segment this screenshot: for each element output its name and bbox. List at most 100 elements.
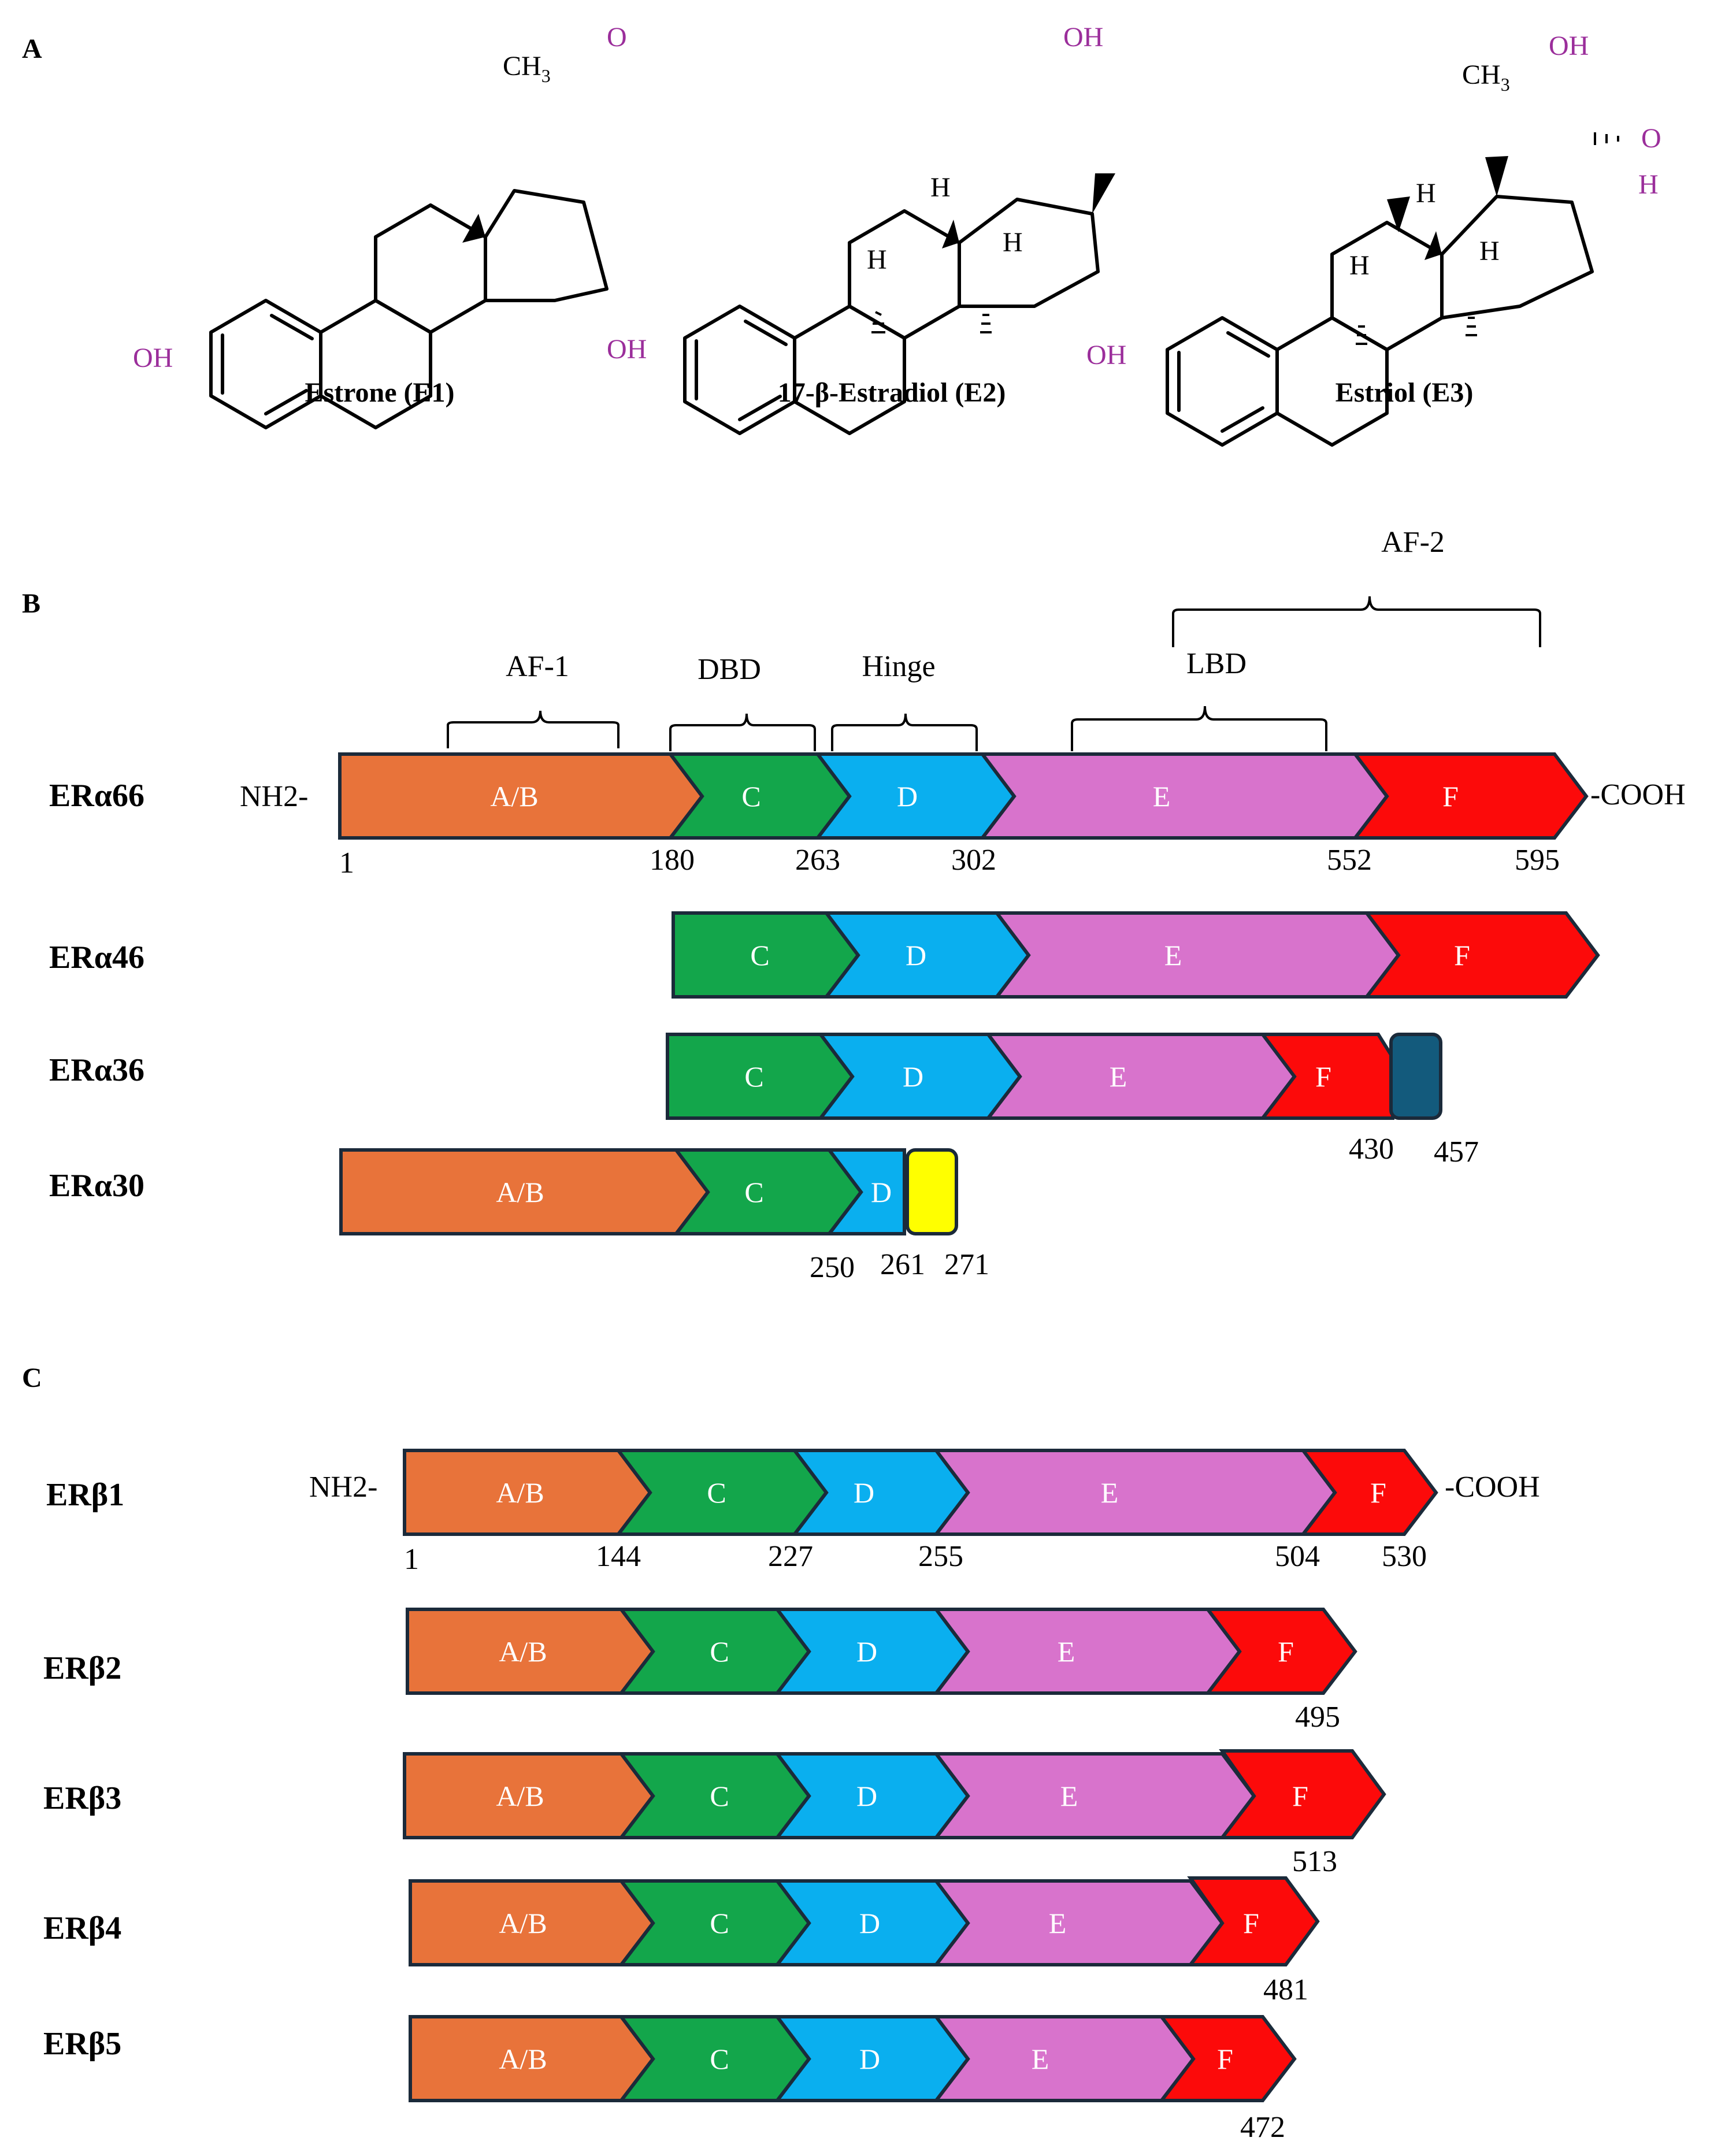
erb2-label-ab: A/B bbox=[499, 1635, 547, 1668]
era30-positions: 250 261 271 bbox=[810, 1248, 989, 1284]
erb3-pos-end: 513 bbox=[1292, 1845, 1337, 1878]
erb1-domain-labels: A/B C D E F bbox=[496, 1476, 1386, 1509]
erb4-pos-end: 481 bbox=[1263, 1973, 1308, 2006]
erb4-label-ab: A/B bbox=[499, 1907, 547, 1939]
isoform-name-erb5: ERβ5 bbox=[43, 2026, 121, 2062]
estrone-methyl: CH3 bbox=[503, 51, 551, 86]
isoform-name-era66: ERα66 bbox=[49, 778, 144, 814]
era30-domain-labels: A/B C D bbox=[496, 1176, 892, 1208]
era66-label-c: C bbox=[741, 780, 761, 812]
panel-c-termini: NH2- -COOH bbox=[309, 1471, 1540, 1504]
era30-label-ab: A/B bbox=[496, 1176, 544, 1208]
era66-positions: 1 180 263 302 552 595 bbox=[339, 844, 1560, 880]
erb1-label-f: F bbox=[1370, 1476, 1386, 1509]
erb3-label-f: F bbox=[1292, 1780, 1308, 1812]
era66-domain-e bbox=[978, 752, 1389, 840]
erb5-bar bbox=[409, 2015, 1297, 2102]
erb2-bar bbox=[406, 1608, 1357, 1695]
erb1-label-ab: A/B bbox=[496, 1476, 544, 1509]
panel-b-isoform-names: ERα66 ERα46 ERα36 ERα30 bbox=[49, 778, 144, 1204]
erb3-label-d: D bbox=[856, 1780, 877, 1812]
estradiol-oh17: OH bbox=[1063, 22, 1103, 53]
erb4-domain-f bbox=[1186, 1876, 1320, 1966]
erb1-n-terminus: NH2- bbox=[309, 1471, 377, 1504]
era66-label-ab: A/B bbox=[490, 780, 538, 812]
erb3-label-ab: A/B bbox=[496, 1780, 544, 1812]
erb4-domain-labels: A/B C D E F bbox=[499, 1907, 1259, 1939]
estriol-oh16-o: O bbox=[1641, 123, 1661, 154]
estradiol-oh3: OH bbox=[607, 334, 647, 365]
molecule-name-estrone: Estrone (E1) bbox=[305, 377, 454, 408]
erb5-pos-end: 472 bbox=[1240, 2111, 1285, 2144]
af1-bracket bbox=[447, 710, 619, 748]
hinge-bracket bbox=[831, 713, 978, 751]
era36-positions: 430 457 bbox=[1349, 1133, 1479, 1168]
era66-pos-180: 180 bbox=[650, 844, 695, 877]
erb1-label-e: E bbox=[1101, 1476, 1119, 1509]
erb1-pos-255: 255 bbox=[918, 1540, 963, 1573]
estriol-methyl: CH3 bbox=[1462, 60, 1510, 95]
estriol-h8: H bbox=[1416, 178, 1436, 209]
estrone-oh3: OH bbox=[133, 343, 173, 373]
era66-label-f: F bbox=[1442, 780, 1459, 812]
label-dbd: DBD bbox=[698, 653, 761, 686]
era30-pos-261: 261 bbox=[880, 1248, 925, 1281]
era36-label-e: E bbox=[1110, 1060, 1127, 1093]
erb4-label-d: D bbox=[859, 1907, 880, 1939]
era66-label-e: E bbox=[1153, 780, 1171, 812]
isoform-name-era36: ERα36 bbox=[49, 1052, 144, 1088]
isoform-name-era46: ERα46 bbox=[49, 940, 144, 975]
era46-label-f: F bbox=[1454, 939, 1470, 971]
erb5-label-ab: A/B bbox=[499, 2043, 547, 2075]
era66-bar bbox=[338, 752, 1589, 840]
estradiol-h14: H bbox=[1003, 227, 1023, 258]
era36-label-c: C bbox=[744, 1060, 763, 1093]
era46-domain-e bbox=[993, 911, 1401, 999]
erb2-domain-labels: A/B C D E F bbox=[499, 1635, 1294, 1668]
erb2-label-f: F bbox=[1278, 1635, 1294, 1668]
panel-label-a: A bbox=[22, 34, 42, 64]
erb4-domain-e bbox=[932, 1879, 1225, 1966]
era36-unique-tail bbox=[1389, 1033, 1442, 1120]
erb1-c-terminus: -COOH bbox=[1445, 1471, 1540, 1504]
erb5-label-c: C bbox=[710, 2043, 729, 2075]
molecule-name-estriol: Estriol (E3) bbox=[1336, 377, 1474, 408]
erb5-domain-f bbox=[1158, 2015, 1297, 2102]
erb1-label-d: D bbox=[854, 1476, 874, 1509]
erb1-pos-144: 144 bbox=[596, 1540, 641, 1573]
era30-label-d: D bbox=[871, 1176, 892, 1208]
era66-c-terminus: -COOH bbox=[1590, 778, 1686, 811]
era46-bar bbox=[672, 911, 1600, 999]
dbd-bracket bbox=[669, 713, 816, 751]
isoform-name-erb3: ERβ3 bbox=[43, 1780, 121, 1816]
erb1-label-c: C bbox=[707, 1476, 726, 1509]
erb2-domain-f bbox=[1204, 1608, 1357, 1695]
label-hinge: Hinge bbox=[862, 650, 935, 683]
estriol-h9: H bbox=[1349, 250, 1370, 281]
era36-domain-labels: C D E F bbox=[744, 1060, 1331, 1093]
erb2-label-e: E bbox=[1058, 1635, 1075, 1668]
af2-bracket bbox=[1172, 596, 1541, 647]
era66-pos-302: 302 bbox=[951, 844, 996, 877]
era30-domain-d bbox=[825, 1148, 906, 1235]
era66-pos-595: 595 bbox=[1515, 844, 1560, 877]
panel-b-region-labels: AF-1 DBD Hinge LBD AF-2 bbox=[506, 526, 1445, 686]
erb5-label-f: F bbox=[1217, 2043, 1233, 2075]
era46-label-d: D bbox=[906, 939, 926, 971]
era36-domain-f bbox=[1259, 1033, 1394, 1120]
era66-label-d: D bbox=[897, 780, 918, 812]
erb2-pos-end: 495 bbox=[1295, 1701, 1340, 1734]
erb3-domain-e bbox=[932, 1752, 1256, 1839]
erb5-domain-e bbox=[932, 2015, 1196, 2102]
erb3-label-c: C bbox=[710, 1780, 729, 1812]
era36-pos-430: 430 bbox=[1349, 1133, 1394, 1166]
era46-domain-f bbox=[1363, 911, 1600, 999]
erb1-positions: 1 144 227 255 504 530 bbox=[404, 1540, 1427, 1576]
panel-label-b: B bbox=[22, 588, 40, 619]
era36-bar bbox=[666, 1033, 1442, 1120]
era66-domain-f bbox=[1351, 752, 1589, 840]
era30-bar bbox=[339, 1148, 958, 1235]
erb5-label-e: E bbox=[1032, 2043, 1049, 2075]
erb4-label-e: E bbox=[1049, 1907, 1067, 1939]
